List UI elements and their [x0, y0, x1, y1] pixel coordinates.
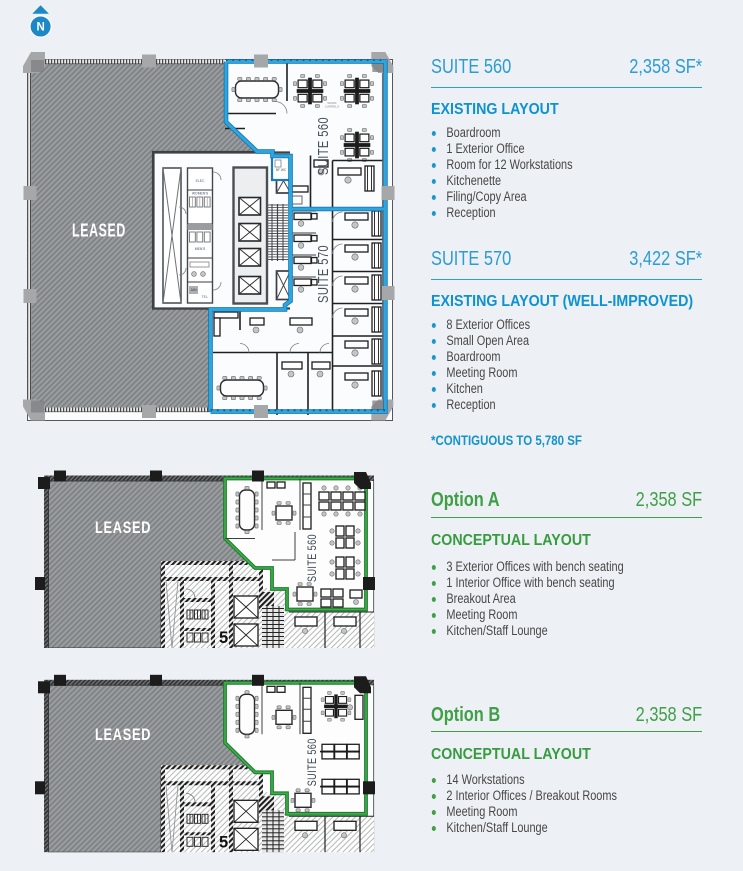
svg-text:N: N — [36, 22, 44, 34]
svg-text:SUITE 560: SUITE 560 — [316, 117, 332, 175]
svg-text:SUITE 560: SUITE 560 — [307, 534, 319, 582]
svg-text:TEL.: TEL. — [202, 295, 209, 299]
svg-text:JAN.: JAN. — [191, 288, 198, 292]
svg-text:BF WC: BF WC — [276, 168, 287, 172]
svg-text:SUITE 570: SUITE 570 — [316, 245, 332, 303]
svg-text:5: 5 — [219, 629, 228, 647]
svg-text:ELEC: ELEC — [196, 179, 205, 183]
svg-text:WORK: WORK — [327, 101, 336, 105]
svg-text:WOMEN'S: WOMEN'S — [192, 192, 209, 196]
svg-text:SUITE 560: SUITE 560 — [307, 738, 319, 786]
svg-text:5: 5 — [219, 833, 228, 851]
svg-text:LEASED: LEASED — [72, 220, 126, 241]
svg-text:MEN'S: MEN'S — [195, 247, 206, 251]
svg-text:CARRELS: CARRELS — [325, 105, 339, 109]
